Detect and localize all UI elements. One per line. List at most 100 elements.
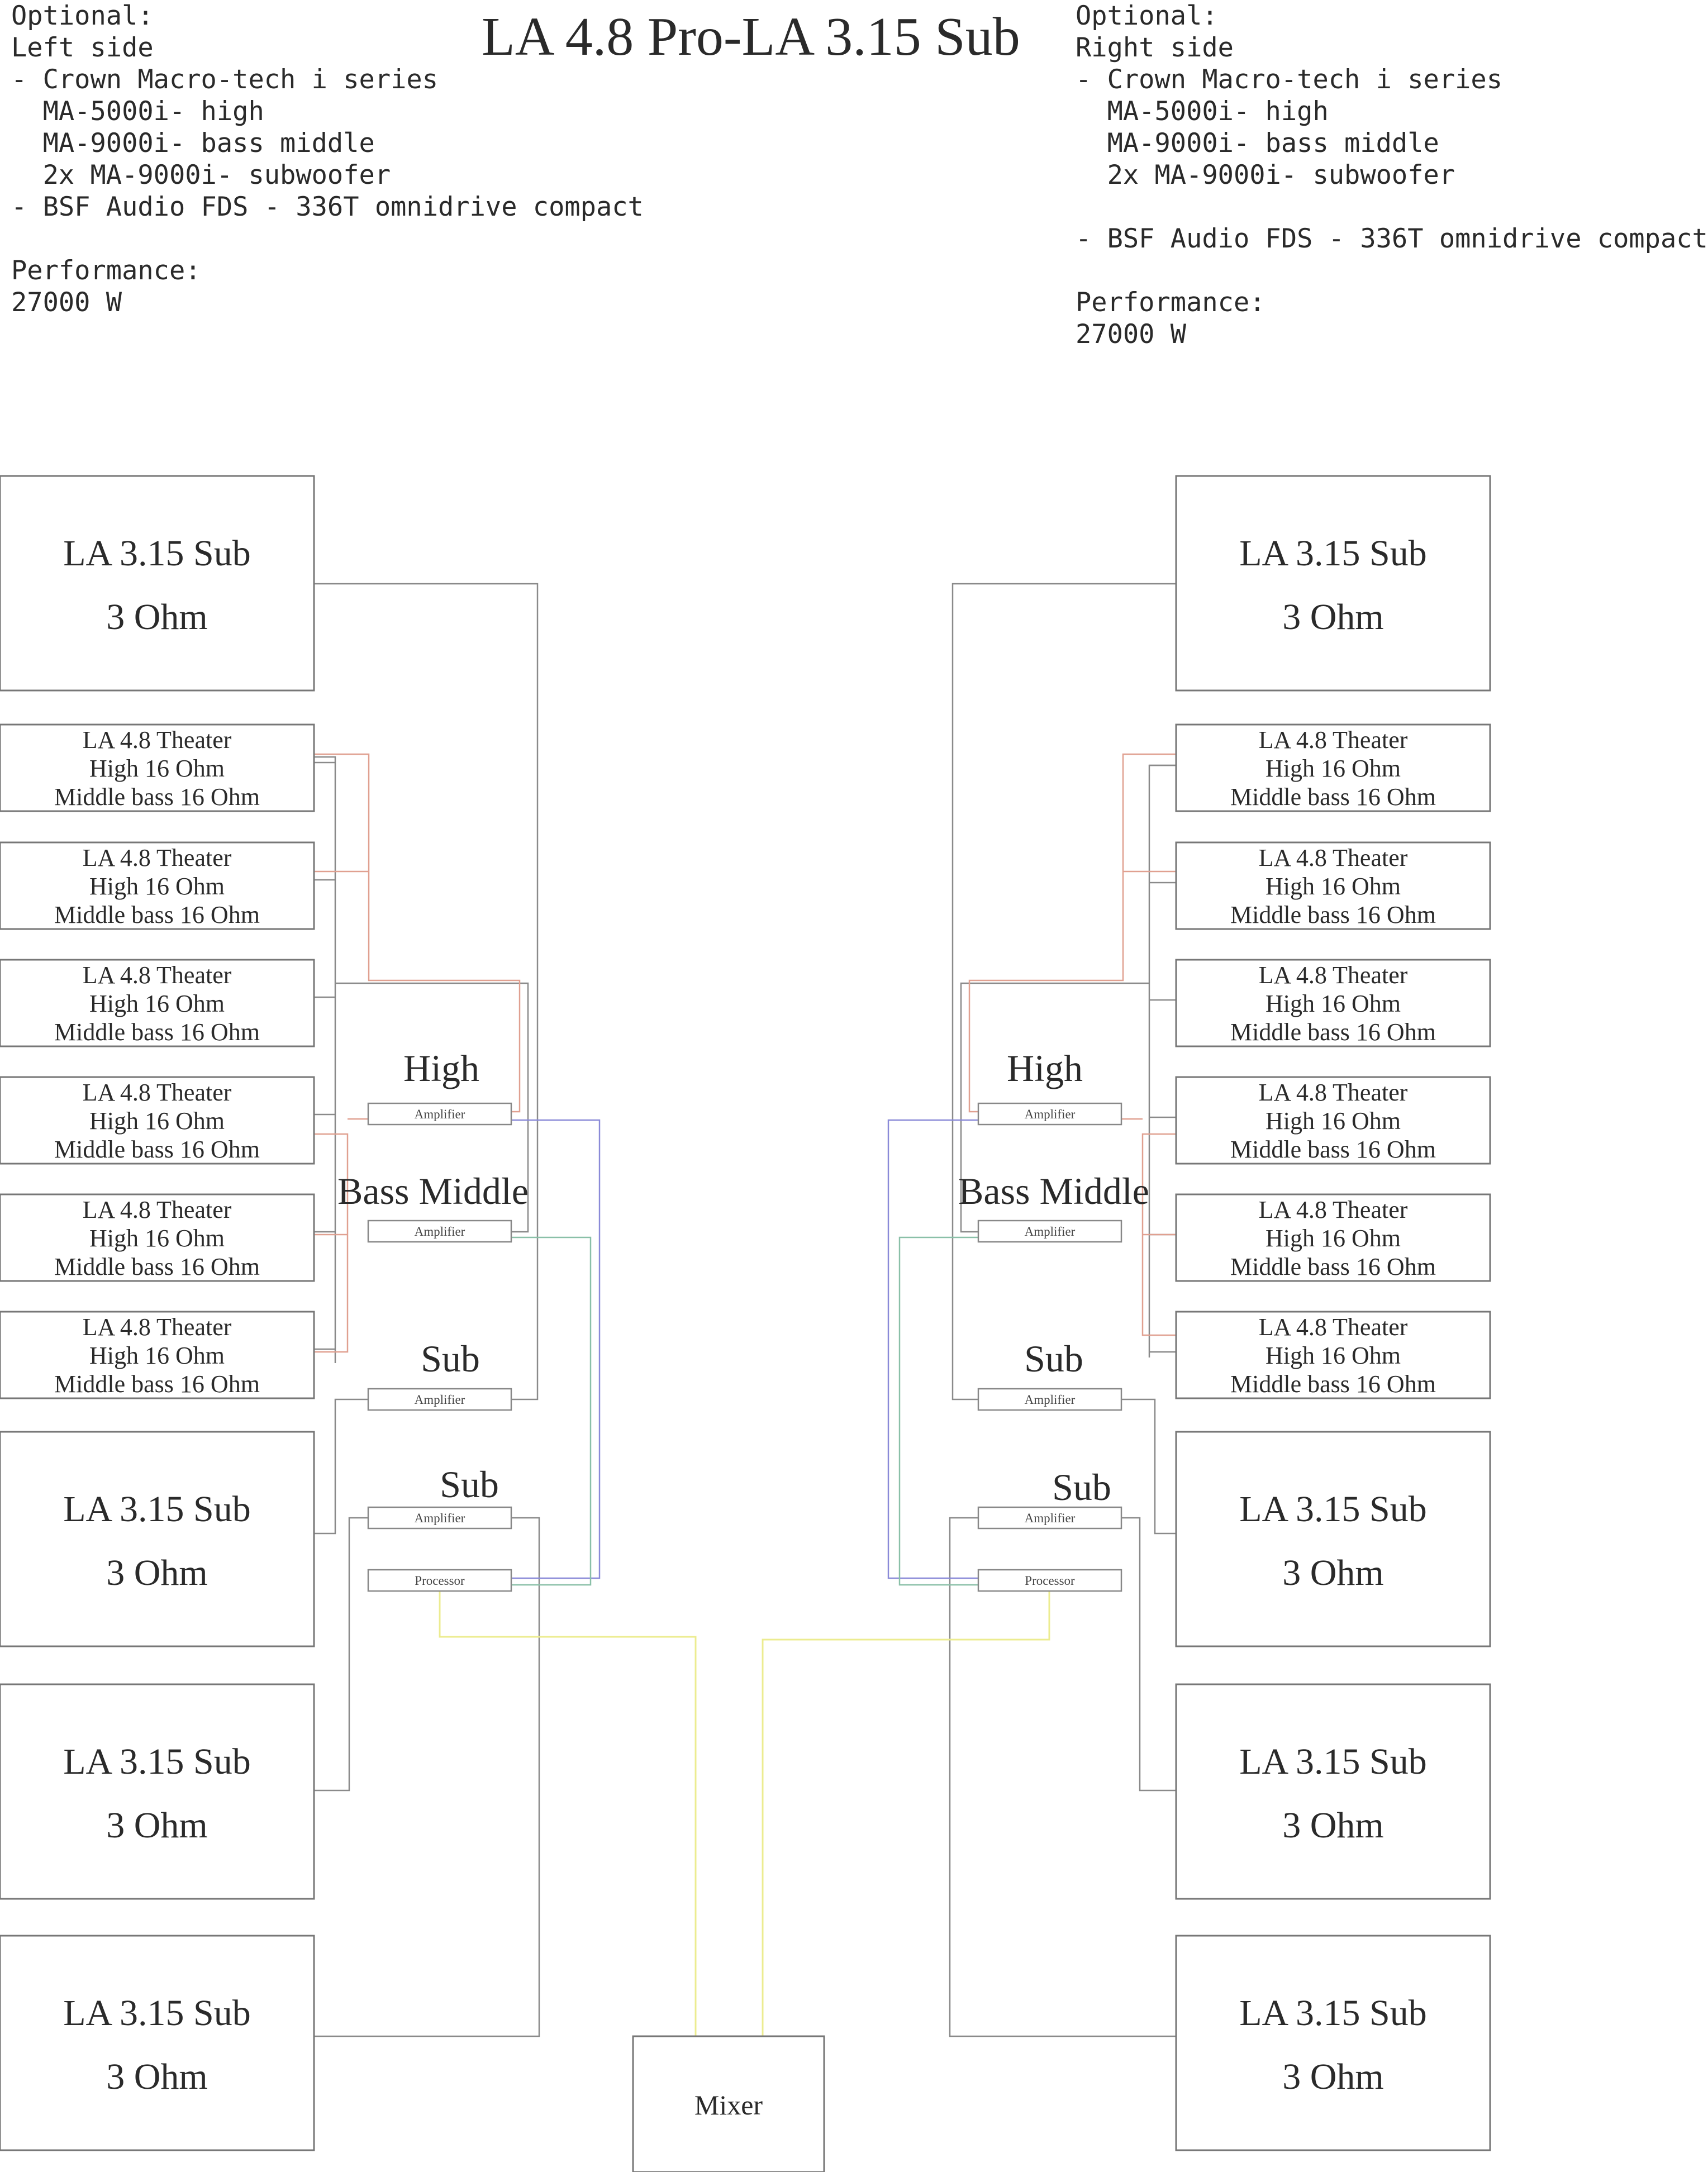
theater-box-mid: Middle bass 16 Ohm <box>54 1018 260 1046</box>
theater-box-mid: Middle bass 16 Ohm <box>54 783 260 811</box>
sub-box-name: LA 3.15 Sub <box>1239 1489 1427 1530</box>
sub-box-impedance: 3 Ohm <box>106 2056 208 2097</box>
right-sub-2: LA 3.15 Sub 3 Ohm <box>1175 1431 1491 1647</box>
left-wire-bass-signal <box>511 1236 592 1586</box>
right-sub-amplifier-1: Amplifier <box>977 1388 1122 1411</box>
theater-box-name: LA 4.8 Theater <box>83 844 232 871</box>
left-note-line-5: 2x MA-9000i- subwoofer <box>11 160 391 190</box>
right-wire-sub4 <box>949 1517 1176 2037</box>
left-note-line-8: Performance: <box>11 255 201 286</box>
theater-box-high: High 16 Ohm <box>89 1225 225 1252</box>
theater-box-high: High 16 Ohm <box>1265 755 1401 782</box>
left-bass-middle-label: Bass Middle <box>337 1170 529 1212</box>
left-bass-middle-amplifier-label: Amplifier <box>415 1225 465 1239</box>
right-note-line-5: 2x MA-9000i- subwoofer <box>1076 160 1455 190</box>
sub-box-impedance: 3 Ohm <box>1282 2056 1384 2097</box>
left-sub-amplifier-1: Amplifier <box>367 1388 512 1411</box>
right-wire-sub3 <box>1121 1517 1176 1792</box>
left-note-line-1: Left side <box>11 32 154 63</box>
right-note-line-2: - Crown Macro-tech i series <box>1076 64 1503 95</box>
left-wire-top-sub <box>314 583 539 1401</box>
sub-box-impedance: 3 Ohm <box>106 597 208 637</box>
theater-box-name: LA 4.8 Theater <box>83 726 232 754</box>
left-wire-sub4 <box>314 1517 540 2037</box>
theater-box-mid: Middle bass 16 Ohm <box>1230 1018 1436 1046</box>
theater-box-high: High 16 Ohm <box>89 990 225 1017</box>
right-high-amplifier-label: Amplifier <box>1025 1107 1076 1121</box>
left-sub-top: LA 3.15 Sub 3 Ohm <box>0 475 315 692</box>
sub-box-name: LA 3.15 Sub <box>63 1741 251 1782</box>
left-note-line-2: - Crown Macro-tech i series <box>11 64 439 95</box>
right-wire-mixer <box>762 1591 1050 2036</box>
right-wire-mid-bus <box>1148 764 1176 1358</box>
left-wire-sub3 <box>314 1517 368 1792</box>
left-sub-label-2: Sub <box>440 1463 499 1506</box>
theater-box-high: High 16 Ohm <box>1265 1342 1401 1369</box>
theater-box-name: LA 4.8 Theater <box>83 1196 232 1223</box>
right-wire-sub2 <box>1121 1398 1176 1535</box>
right-processor-label: Processor <box>1025 1574 1075 1588</box>
left-sub-amplifier-2: Amplifier <box>367 1506 512 1530</box>
right-sub-amplifier-2: Amplifier <box>977 1506 1122 1530</box>
theater-box-name: LA 4.8 Theater <box>83 1313 232 1341</box>
left-high-label: High <box>403 1047 479 1089</box>
right-high-amplifier: Amplifier <box>977 1102 1122 1126</box>
left-wire-high-signal <box>511 1119 601 1579</box>
sub-box-impedance: 3 Ohm <box>1282 597 1384 637</box>
theater-box-mid: Middle bass 16 Ohm <box>54 1253 260 1280</box>
right-processor: Processor <box>977 1569 1122 1592</box>
left-high-amplifier-label: Amplifier <box>415 1107 465 1121</box>
right-wire-high-signal <box>887 1119 978 1579</box>
left-note-line-4: MA-9000i- bass middle <box>11 128 375 159</box>
diagram-title: LA 4.8 Pro-LA 3.15 Sub <box>482 7 1020 67</box>
left-processor-label: Processor <box>415 1574 465 1588</box>
sub-box-name: LA 3.15 Sub <box>1239 1741 1427 1782</box>
theater-box-name: LA 4.8 Theater <box>83 961 232 989</box>
right-sub-amplifier-1-label: Amplifier <box>1025 1393 1076 1407</box>
left-wire-sub2 <box>314 1398 368 1535</box>
mixer-box: Mixer <box>632 2035 825 2172</box>
theater-box-mid: Middle bass 16 Ohm <box>1230 1136 1436 1163</box>
left-bass-middle-amplifier: Amplifier <box>367 1220 512 1243</box>
right-bass-middle-amplifier-label: Amplifier <box>1025 1225 1076 1239</box>
theater-box-mid: Middle bass 16 Ohm <box>1230 901 1436 928</box>
theater-box-high: High 16 Ohm <box>89 1107 225 1135</box>
right-note-line-4: MA-9000i- bass middle <box>1076 128 1439 159</box>
left-sub-amplifier-1-label: Amplifier <box>415 1393 465 1407</box>
sub-box-impedance: 3 Ohm <box>106 1552 208 1593</box>
left-wire-mid-amp <box>335 982 529 1233</box>
theater-box-high: High 16 Ohm <box>1265 1225 1401 1252</box>
sub-box-name: LA 3.15 Sub <box>1239 1993 1427 2033</box>
theater-box-name: LA 4.8 Theater <box>83 1079 232 1106</box>
left-wire-mixer <box>439 1591 697 2036</box>
left-side-notes: Optional:Left side- Crown Macro-tech i s… <box>11 0 644 318</box>
left-wire-high-lower <box>314 1133 349 1353</box>
left-note-line-6: - BSF Audio FDS - 336T omnidrive compact <box>11 192 644 222</box>
sub-box-name: LA 3.15 Sub <box>63 533 251 574</box>
theater-box-name: LA 4.8 Theater <box>1259 844 1408 871</box>
right-wire-bass-signal <box>898 1236 978 1586</box>
right-wire-top-sub <box>951 583 1176 1401</box>
theater-box-name: LA 4.8 Theater <box>1259 1313 1408 1341</box>
theater-box-mid: Middle bass 16 Ohm <box>54 1370 260 1398</box>
left-note-line-0: Optional: <box>11 1 154 31</box>
right-wire-mid-amp <box>960 982 1149 1233</box>
left-high-amplifier: Amplifier <box>367 1102 512 1126</box>
right-wire-high-upper <box>968 753 1176 1113</box>
theater-box-name: LA 4.8 Theater <box>1259 961 1408 989</box>
right-note-line-0: Optional: <box>1076 1 1218 31</box>
right-bass-middle-amplifier: Amplifier <box>977 1220 1122 1243</box>
theater-box-mid: Middle bass 16 Ohm <box>54 901 260 928</box>
right-bass-middle-label: Bass Middle <box>958 1170 1149 1212</box>
sub-box-impedance: 3 Ohm <box>106 1805 208 1846</box>
theater-box-mid: Middle bass 16 Ohm <box>1230 783 1436 811</box>
sub-box-impedance: 3 Ohm <box>1282 1552 1384 1593</box>
sub-box-name: LA 3.15 Sub <box>1239 533 1427 574</box>
